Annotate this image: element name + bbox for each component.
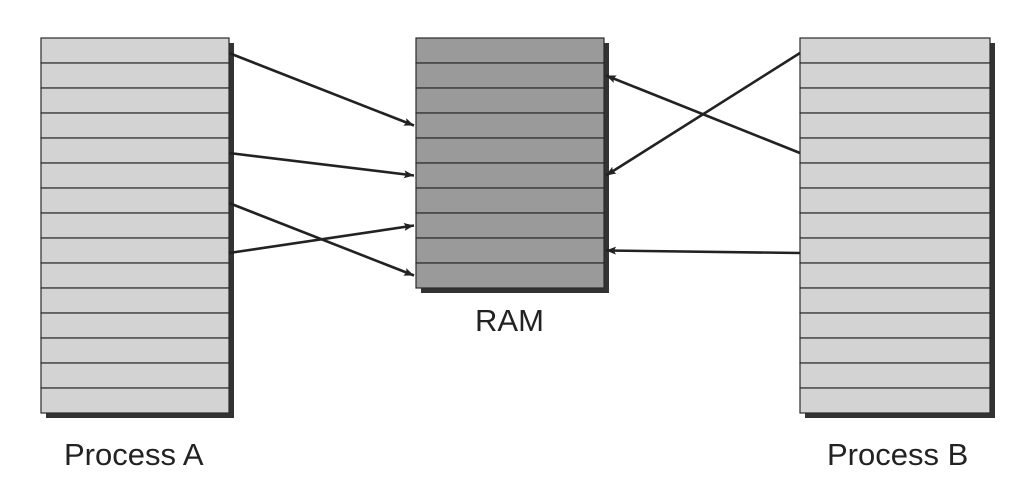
process-a-slot xyxy=(40,312,230,339)
process-b-slot xyxy=(799,137,991,164)
ram-slot xyxy=(415,212,605,239)
process-a-slot xyxy=(40,362,230,389)
process-a-block xyxy=(40,37,234,418)
process-a-slot xyxy=(40,87,230,114)
process-b-slot xyxy=(799,112,991,139)
ram-slot xyxy=(415,262,605,289)
process-a-slot xyxy=(40,337,230,364)
mapping-arrow xyxy=(228,151,415,179)
process-b-slot xyxy=(799,387,991,414)
process-b-block xyxy=(799,37,995,418)
process-a-slot xyxy=(40,112,230,139)
process-b-slot xyxy=(799,287,991,314)
process-a-slot xyxy=(40,387,230,414)
process-a-slot xyxy=(40,137,230,164)
ram-slot xyxy=(415,87,605,114)
process-b-slot xyxy=(799,337,991,364)
ram-slot xyxy=(415,187,605,214)
process-b-slot xyxy=(799,87,991,114)
process-b-slot xyxy=(799,187,991,214)
process-a-slot xyxy=(40,237,230,264)
process-a-slot xyxy=(40,287,230,314)
ram-label: RAM xyxy=(475,303,544,338)
process-a-slot xyxy=(40,162,230,189)
process-b-slot xyxy=(799,262,991,289)
ram-slot xyxy=(415,37,605,64)
process-a-slot xyxy=(40,262,230,289)
ram-slot xyxy=(415,237,605,264)
mapping-arrow xyxy=(228,51,415,127)
process-b-label: Process B xyxy=(827,437,969,472)
ram-slot xyxy=(415,137,605,164)
mapping-arrows xyxy=(228,51,801,277)
ram-slot xyxy=(415,112,605,139)
process-b-slot xyxy=(799,162,991,189)
process-a-label: Process A xyxy=(64,437,204,472)
process-a-slot xyxy=(40,37,230,64)
mapping-arrow xyxy=(605,74,801,155)
process-a-slot xyxy=(40,212,230,239)
process-b-slot xyxy=(799,62,991,89)
process-a-slot xyxy=(40,187,230,214)
mapping-arrow xyxy=(228,223,415,255)
process-b-slot xyxy=(799,362,991,389)
process-b-slot xyxy=(799,237,991,264)
mapping-arrow xyxy=(605,246,801,255)
process-a-slot xyxy=(40,62,230,89)
process-b-slot xyxy=(799,212,991,239)
ram-slot xyxy=(415,62,605,89)
ram-slot xyxy=(415,162,605,189)
process-b-slot xyxy=(799,37,991,64)
process-b-slot xyxy=(799,312,991,339)
ram-block xyxy=(415,37,609,293)
